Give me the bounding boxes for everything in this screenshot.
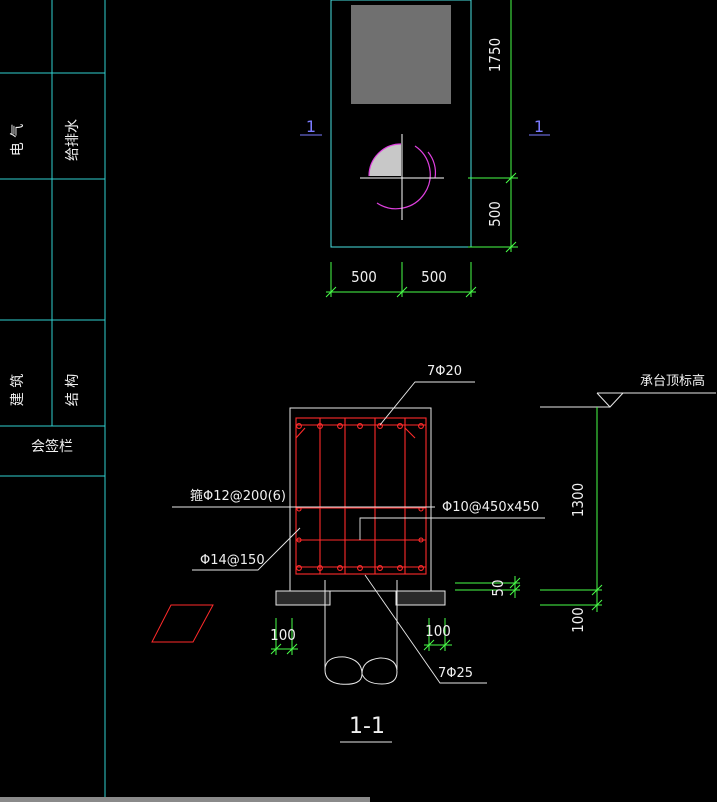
leader-bottom-bars <box>364 574 487 684</box>
parallelogram-symbol <box>151 604 214 643</box>
plan-dim-1750: 1750 <box>486 38 504 72</box>
section-dim-100-left: 100 <box>270 626 296 644</box>
pile <box>324 580 398 685</box>
section-dim-100-cushion: 100 <box>569 607 587 633</box>
plan-dim-500-vertical: 500 <box>486 201 504 227</box>
leader-stirrup-tie <box>359 517 545 540</box>
label-elevation: 承台顶标高 <box>640 373 705 389</box>
plan-dim-500-right: 500 <box>421 268 447 286</box>
title-cell-structure: 结 构 <box>65 374 81 406</box>
rebar-cage <box>295 417 427 575</box>
section-view: 7Φ20 箍Φ12@200(6) Φ10@450x450 Φ14@150 7Φ2… <box>151 364 716 743</box>
column-section <box>351 5 451 104</box>
cushion-left <box>275 590 331 606</box>
horizontal-scrollbar[interactable] <box>0 797 370 802</box>
title-block <box>0 0 106 802</box>
cushion-right <box>395 590 446 606</box>
plan-dim-500-left: 500 <box>351 268 377 286</box>
plan-outline <box>330 0 472 248</box>
section-mark-left: 1 <box>306 117 316 136</box>
title-cell-countersign: 会签栏 <box>31 438 73 455</box>
plan-view: 1750 500 500 500 1 1 <box>300 0 550 298</box>
title-cell-plumbing: 给排水 <box>65 119 81 161</box>
label-stirrup-main: 箍Φ12@200(6) <box>190 488 286 504</box>
section-title: 1-1 <box>349 714 385 739</box>
pile-symbol <box>360 134 444 220</box>
title-cell-electrical: 电 气 <box>10 124 26 156</box>
pile-cap-outline <box>289 407 432 592</box>
label-side-bars: Φ14@150 <box>200 553 265 568</box>
leader-top-bars <box>379 381 475 426</box>
label-stirrup-tie: Φ10@450x450 <box>442 500 539 515</box>
section-dim-100-right: 100 <box>425 622 451 640</box>
label-top-bars: 7Φ20 <box>427 364 462 379</box>
section-dim-1300: 1300 <box>569 483 587 517</box>
title-cell-architecture: 建 筑 <box>10 374 26 406</box>
section-mark-right: 1 <box>534 117 544 136</box>
leader-side-bars <box>192 527 301 571</box>
section-dim-50: 50 <box>489 579 507 596</box>
label-bottom-bars: 7Φ25 <box>438 666 473 681</box>
